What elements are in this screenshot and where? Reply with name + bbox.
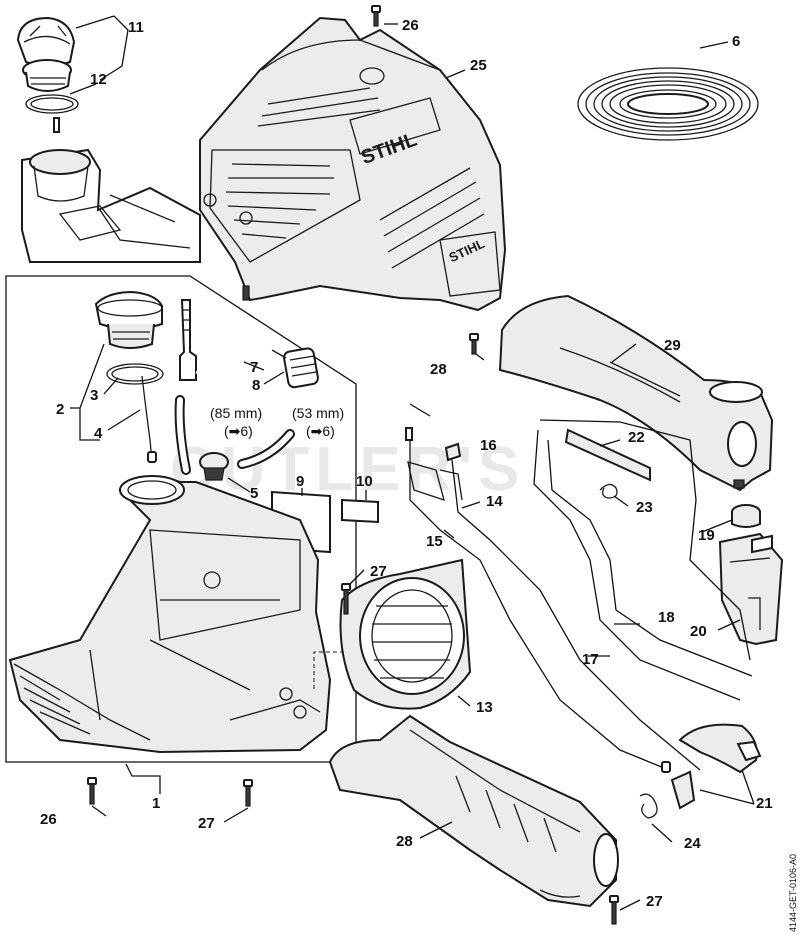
spring-23 xyxy=(599,483,618,499)
callout-25: 25 xyxy=(470,57,487,74)
trigger-parts xyxy=(639,723,762,819)
callout-5: 5 xyxy=(250,485,258,502)
label-sheet-10 xyxy=(341,498,379,524)
callout-2: 2 xyxy=(56,401,64,418)
callout-16: 16 xyxy=(480,437,497,454)
leader-lines xyxy=(69,15,755,911)
tank-cap-group xyxy=(94,290,164,463)
callout-27-bottom: 27 xyxy=(646,893,663,910)
hoses-and-valve xyxy=(174,395,295,481)
callout-12: 12 xyxy=(90,71,107,88)
callout-21: 21 xyxy=(756,795,773,812)
callout-13: 13 xyxy=(476,699,493,716)
measurement-53mm-ref: (➡6) xyxy=(306,423,335,439)
engine-shroud: STIHL STIHL xyxy=(199,16,507,312)
callout-7: 7 xyxy=(250,359,258,376)
callout-4: 4 xyxy=(94,425,103,442)
switch-and-slide xyxy=(718,504,784,646)
callout-27-left: 27 xyxy=(198,815,215,832)
callout-3: 3 xyxy=(90,387,98,404)
bracket-22 xyxy=(564,428,651,482)
callout-23: 23 xyxy=(636,499,653,516)
cable-bundle xyxy=(405,419,753,773)
callout-27-mid: 27 xyxy=(370,563,387,580)
fuel-tank-corner xyxy=(21,148,201,263)
callout-24: 24 xyxy=(684,835,701,852)
handle-top xyxy=(498,294,774,492)
fuel-hose-filter xyxy=(179,299,319,389)
callout-26-top: 26 xyxy=(402,17,419,34)
callout-28-bottom: 28 xyxy=(396,833,413,850)
callout-28-top: 28 xyxy=(430,361,447,378)
engine-housing xyxy=(8,475,332,754)
callout-26-bottom: 26 xyxy=(40,811,57,828)
callout-15: 15 xyxy=(426,533,443,550)
callout-1: 1 xyxy=(152,795,160,812)
fan-housing xyxy=(339,558,472,710)
assembly-frame xyxy=(5,275,357,763)
callout-8: 8 xyxy=(252,377,260,394)
callout-17: 17 xyxy=(582,651,599,668)
callout-18: 18 xyxy=(658,609,675,626)
callout-10: 10 xyxy=(356,473,373,490)
callout-22: 22 xyxy=(628,429,645,446)
fuel-cap-assembly xyxy=(16,16,79,133)
callout-19: 19 xyxy=(698,527,715,544)
callout-29: 29 xyxy=(664,337,681,354)
measurement-85mm: (85 mm) xyxy=(210,405,262,421)
plug-16 xyxy=(444,442,462,462)
callout-9: 9 xyxy=(296,473,304,490)
callout-14: 14 xyxy=(486,493,503,510)
measurement-85mm-ref: (➡6) xyxy=(224,423,253,439)
screws xyxy=(87,5,619,925)
document-code: 4144-GET-0106-A0 xyxy=(788,854,798,932)
mounting-guide xyxy=(313,612,347,690)
measurement-53mm: (53 mm) xyxy=(292,405,344,421)
callout-20: 20 xyxy=(690,623,707,640)
handle-base xyxy=(328,714,619,908)
callout-6: 6 xyxy=(732,33,740,50)
starter-rope-coil xyxy=(577,67,759,141)
callout-11: 11 xyxy=(128,19,144,36)
